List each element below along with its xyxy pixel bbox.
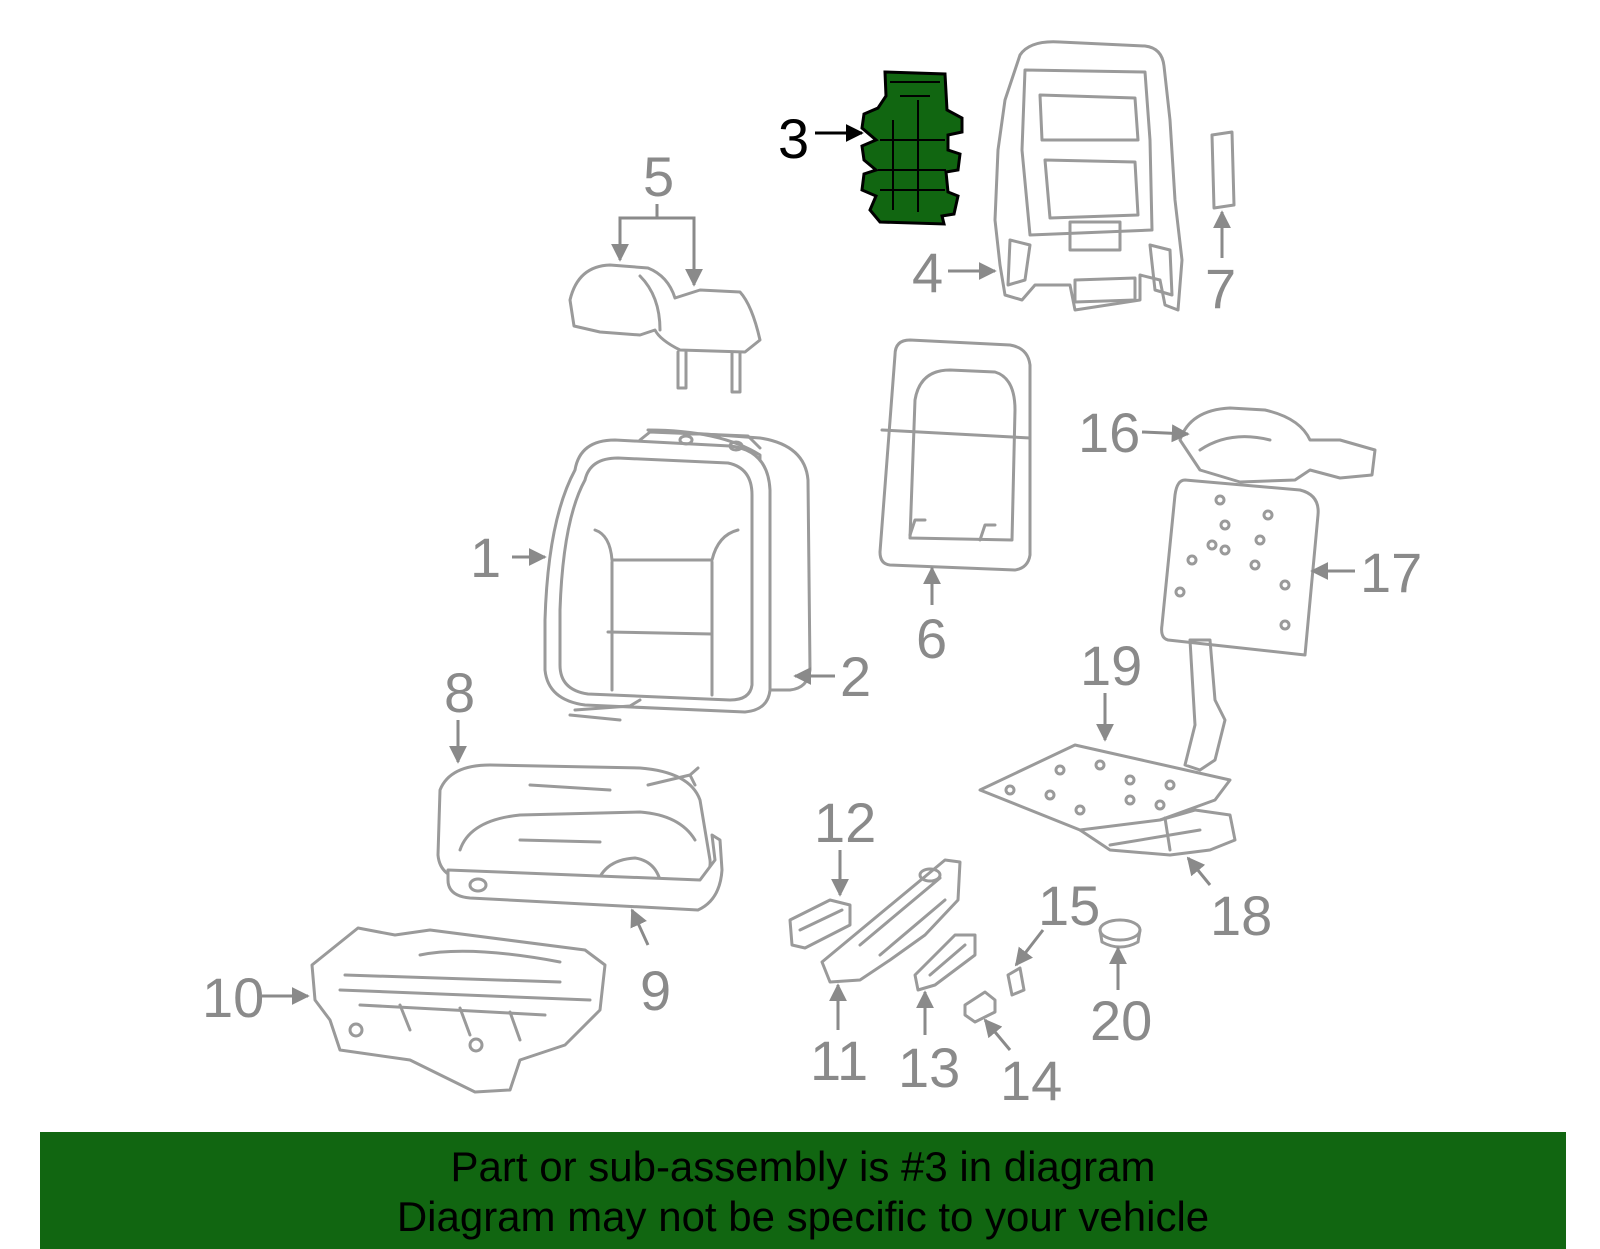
callout-1[interactable]: 1 xyxy=(470,526,501,589)
callout-5[interactable]: 5 xyxy=(643,145,674,208)
part-10-seat-cushion-frame[interactable] xyxy=(310,926,607,1094)
leader-18 xyxy=(1186,856,1212,886)
leader-14 xyxy=(983,1018,1012,1051)
callout-7[interactable]: 7 xyxy=(1205,257,1236,320)
part-3-lumbar-support[interactable] xyxy=(860,70,964,226)
banner-line-part: Part or sub-assembly is #3 in diagram xyxy=(450,1143,1156,1190)
part-5-headrest[interactable] xyxy=(568,263,762,394)
part-9-seat-cushion-pad[interactable] xyxy=(446,833,724,912)
callout-14[interactable]: 14 xyxy=(1000,1049,1062,1112)
part-17-seatback-panel[interactable] xyxy=(1160,478,1320,657)
leader-9 xyxy=(630,908,650,946)
part-7-trim-piece[interactable] xyxy=(1210,130,1236,210)
callout-6[interactable]: 6 xyxy=(916,607,947,670)
callouts: 1 2 3 4 5 6 7 8 9 10 11 12 xyxy=(202,107,1422,1112)
callout-9[interactable]: 9 xyxy=(640,959,671,1022)
part-1-seatback-cover[interactable] xyxy=(543,428,812,722)
part-14-knob[interactable] xyxy=(963,990,997,1024)
part-16-bracket[interactable] xyxy=(1178,406,1377,484)
part-12-bezel[interactable] xyxy=(788,898,852,950)
callout-2[interactable]: 2 xyxy=(840,645,871,708)
leader-16 xyxy=(1141,424,1190,443)
callout-10[interactable]: 10 xyxy=(202,966,264,1029)
callout-17[interactable]: 17 xyxy=(1360,541,1422,604)
callout-8[interactable]: 8 xyxy=(444,661,475,724)
callout-3[interactable]: 3 xyxy=(778,107,809,170)
callout-12[interactable]: 12 xyxy=(814,791,876,854)
callout-11[interactable]: 11 xyxy=(810,1029,868,1092)
leader-15 xyxy=(1014,929,1045,967)
callout-15[interactable]: 15 xyxy=(1038,874,1100,937)
part-20-plug[interactable] xyxy=(1098,918,1142,949)
callout-13[interactable]: 13 xyxy=(898,1036,960,1099)
part-13-handle[interactable] xyxy=(913,933,977,992)
callout-4[interactable]: 4 xyxy=(912,241,943,304)
part-4-seatback-frame[interactable] xyxy=(993,40,1184,312)
callout-20[interactable]: 20 xyxy=(1090,989,1152,1052)
banner-line-disclaimer: Diagram may not be specific to your vehi… xyxy=(396,1193,1210,1240)
callout-16[interactable]: 16 xyxy=(1078,401,1140,464)
info-banner: Part or sub-assembly is #3 in diagram Di… xyxy=(40,1132,1566,1249)
callout-18[interactable]: 18 xyxy=(1210,884,1272,947)
part-18-seat-track[interactable] xyxy=(1078,808,1237,857)
seat-parts-diagram: 1 2 3 4 5 6 7 8 9 10 11 12 xyxy=(202,40,1422,1112)
callout-19[interactable]: 19 xyxy=(1080,634,1142,697)
part-6-seatback-panel[interactable] xyxy=(878,338,1032,572)
part-15-clip[interactable] xyxy=(1006,966,1026,997)
part-11-side-shield[interactable] xyxy=(820,858,962,984)
